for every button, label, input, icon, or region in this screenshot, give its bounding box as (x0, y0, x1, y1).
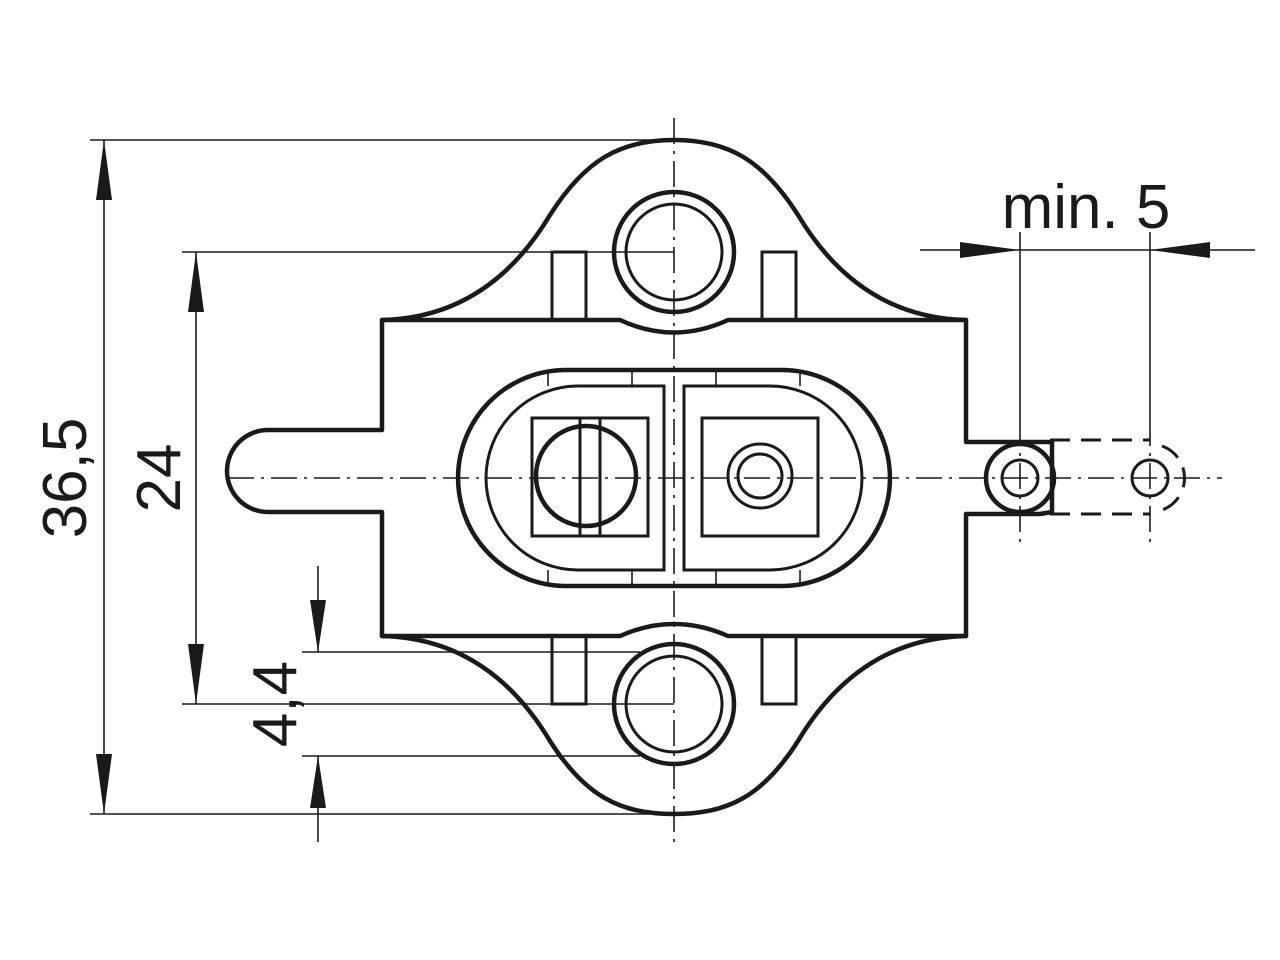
cam-inner (736, 452, 784, 500)
central-insert-inner-right (682, 384, 864, 572)
upper-left-lug (550, 250, 588, 322)
mounting-plate (224, 137, 1057, 817)
arrow-head (310, 756, 326, 808)
shifted-tab-hole (1130, 458, 1170, 498)
upper-right-lug (760, 250, 798, 322)
lower-right-lug (760, 634, 798, 706)
arrow-head (1150, 242, 1210, 258)
shifted-tab-arc (1161, 444, 1187, 512)
arrow-head (960, 242, 1020, 258)
arrow-head (188, 644, 204, 704)
plate-outline (224, 137, 1055, 817)
tab-hole (1000, 458, 1040, 498)
dimension-overall-height: 36,5 (31, 139, 674, 815)
arrow-head (96, 754, 112, 814)
adjusting-screw-head (533, 423, 639, 529)
screw-slot (578, 416, 602, 538)
tab-hole-boss (983, 441, 1057, 515)
upper-band (379, 317, 969, 335)
dimension-hole-spacing: 24 (125, 251, 674, 705)
min-offset-label: min. 5 (1002, 173, 1171, 242)
lower-band (379, 621, 969, 639)
shifted-tab-outline (1050, 438, 1187, 516)
lower-left-lug (550, 634, 588, 706)
right-cam-housing (700, 416, 820, 538)
left-screw-housing (530, 416, 650, 538)
hole-offset-label: 4,4 (241, 661, 310, 747)
cam-outer (726, 442, 794, 510)
arrow-head (96, 140, 112, 200)
hole-spacing-label: 24 (125, 444, 194, 513)
central-insert-inner (484, 384, 666, 572)
central-insert-outer (455, 367, 893, 589)
arrow-head (310, 600, 326, 652)
overall-height-label: 36,5 (31, 418, 100, 539)
dimension-min-offset: min. 5 (920, 173, 1255, 420)
dimension-hole-offset: 4,4 (241, 566, 640, 842)
arrow-head (188, 252, 204, 312)
